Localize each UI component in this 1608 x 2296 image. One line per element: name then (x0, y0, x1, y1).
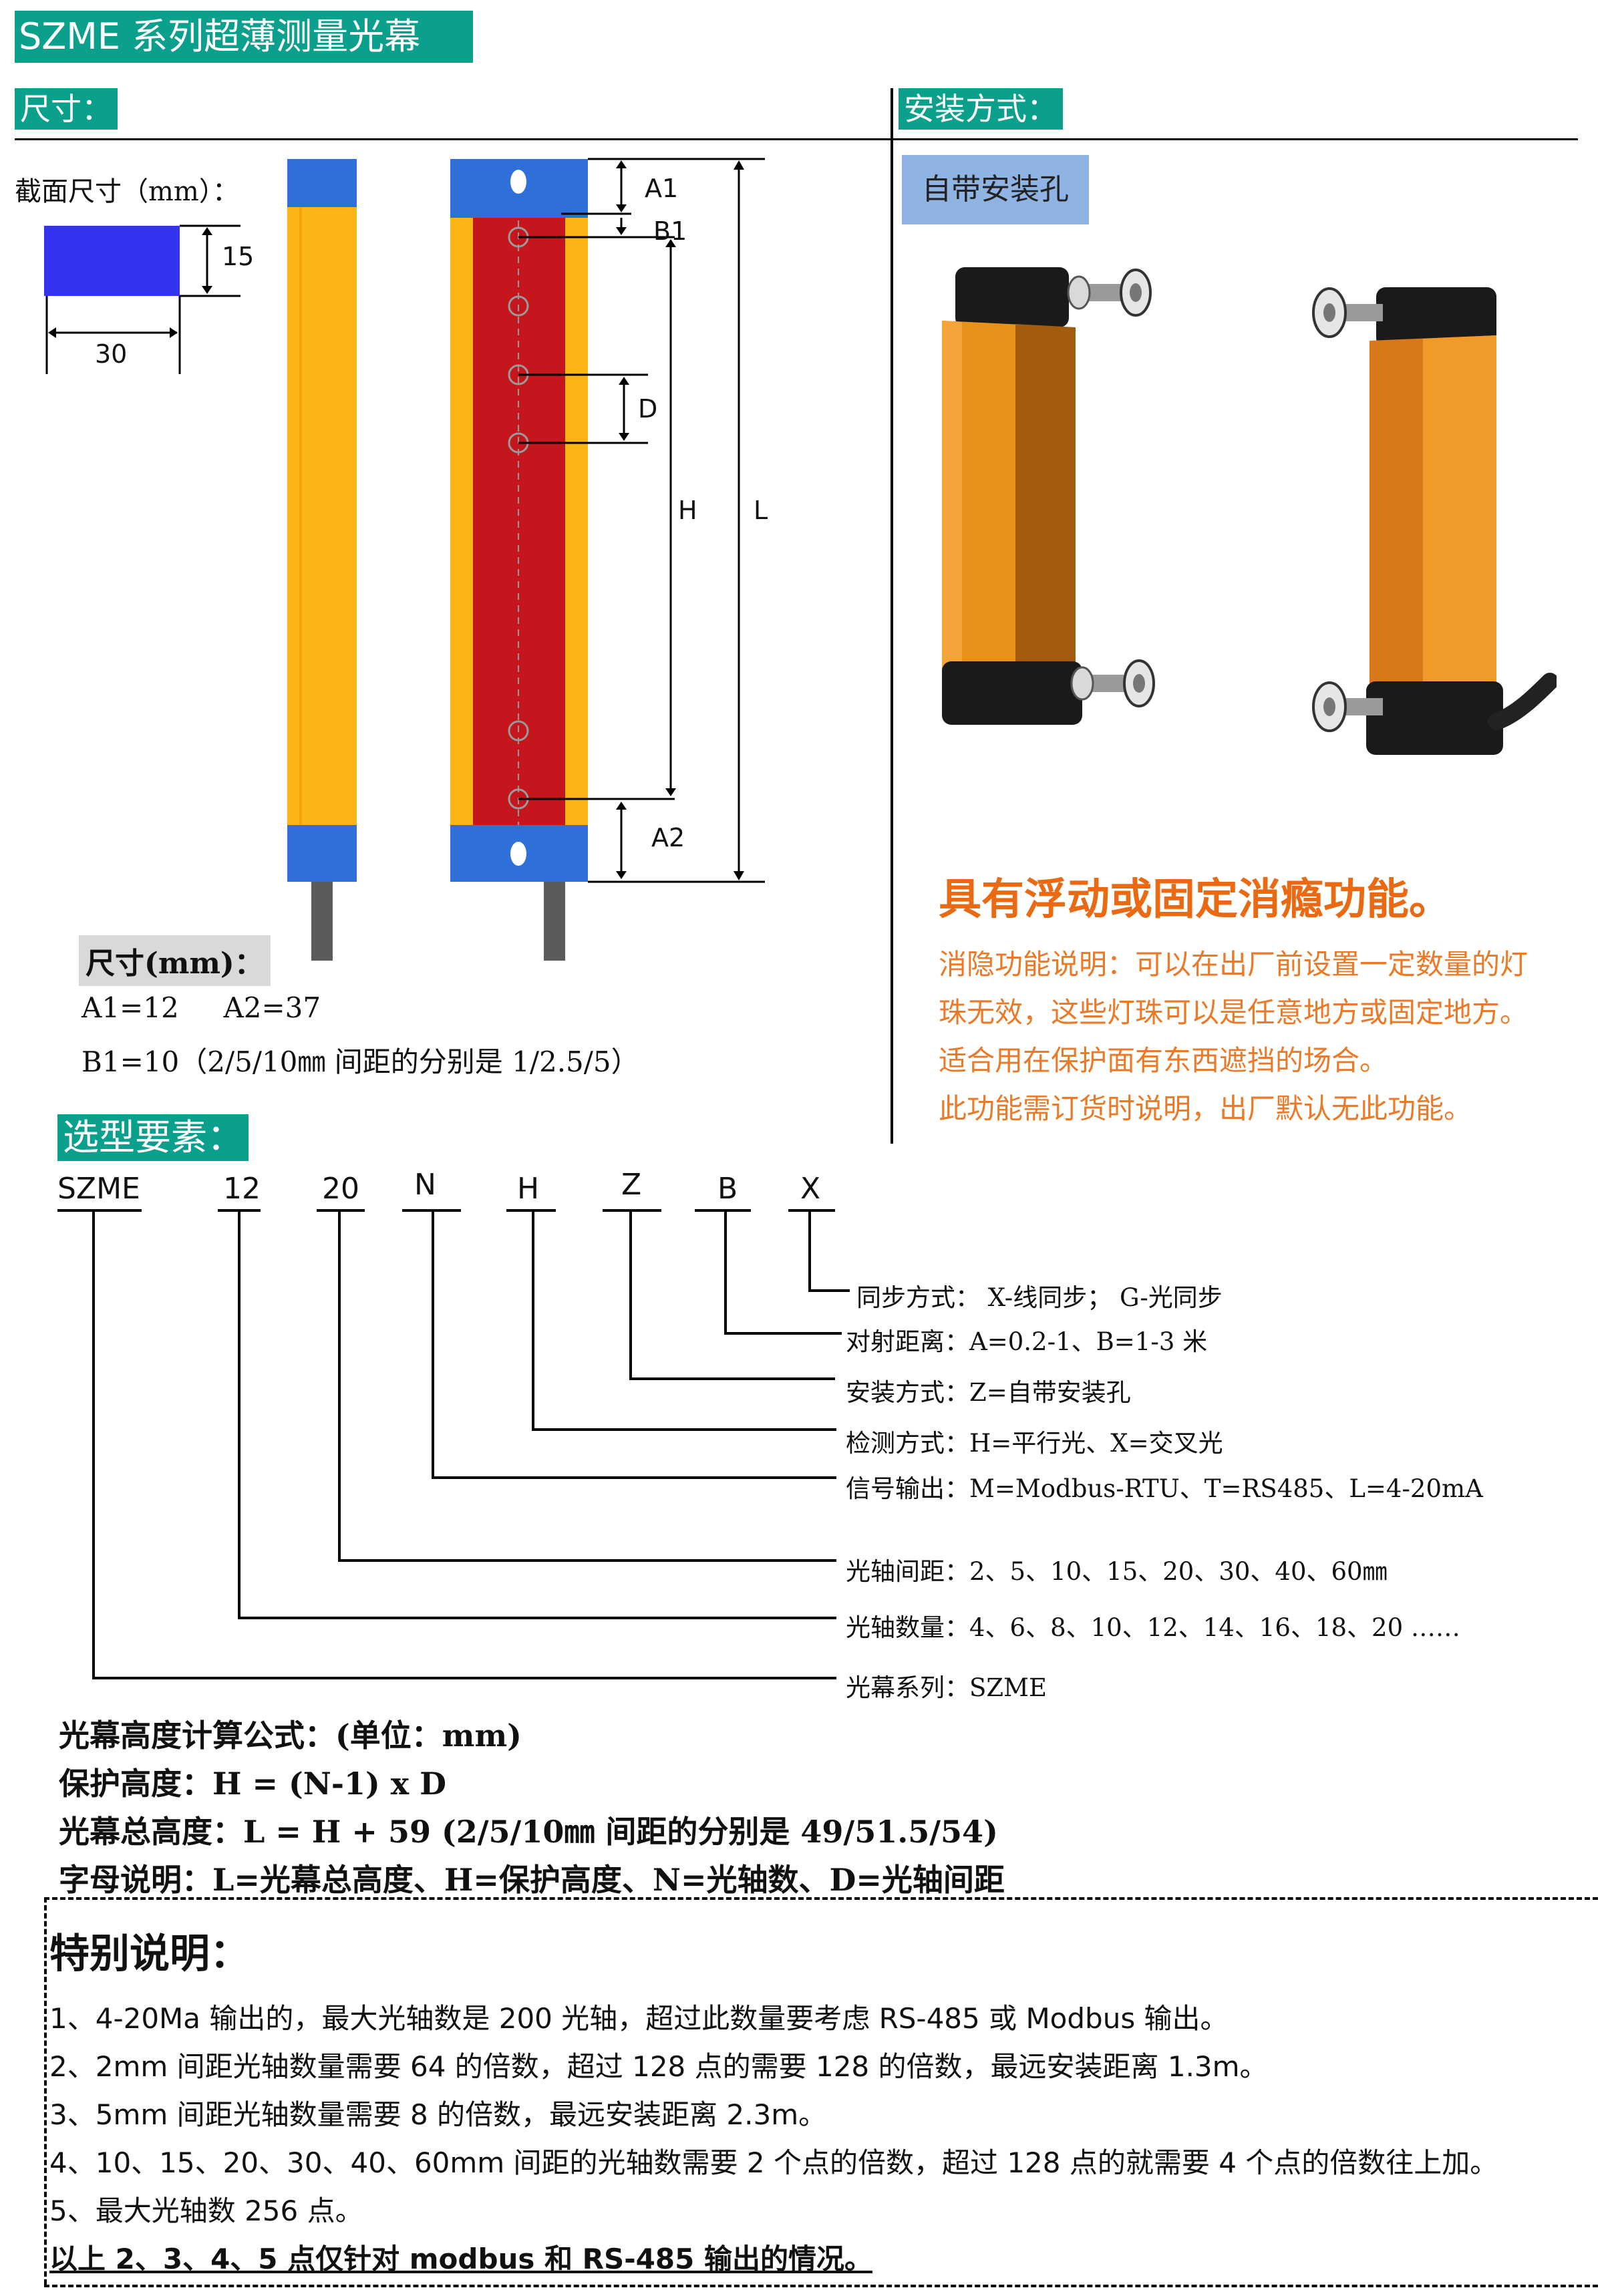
option-spacing: 光轴间距：2、5、10、15、20、30、40、60㎜ (846, 1557, 1388, 1586)
column-divider-line (891, 88, 893, 1144)
option-sync: 同步方式： X-线同步； G-光同步 (856, 1283, 1223, 1312)
page-title: SZME 系列超薄测量光幕 (15, 11, 473, 63)
blanking-description: 消隐功能说明：可以在出厂前设置一定数量的灯 珠无效，这些灯珠可以是任意地方或固定… (939, 941, 1528, 1133)
section-install-header: 安装方式： (899, 88, 1063, 130)
formula-line: 保护高度：H = (N-1) x D (59, 1766, 447, 1802)
dims-tag: 尺寸(mm)： (79, 935, 271, 986)
label-d: D (638, 394, 658, 424)
side-bar-cap-bottom (287, 825, 357, 882)
code-detection: H (517, 1172, 540, 1206)
formula-line: 字母说明：L=光幕总高度、H=保护高度、N=光轴数、D=光轴间距 (59, 1862, 1005, 1898)
option-mounting: 安装方式：Z=自带安装孔 (846, 1378, 1131, 1407)
side-bar-body (287, 207, 357, 882)
install-hole-tag: 自带安装孔 (902, 155, 1089, 224)
option-distance: 对射距离：A=0.2-1、B=1-3 米 (846, 1327, 1208, 1356)
formula-line: 光幕总高度：L = H + 59 (2/5/10㎜ 间距的分别是 49/51.5… (59, 1814, 998, 1850)
curtain-left (942, 267, 1155, 725)
label-h: H (678, 496, 697, 525)
code-signal: N (414, 1168, 436, 1202)
blanking-line: 消隐功能说明：可以在出厂前设置一定数量的灯 (939, 948, 1529, 981)
section-size-header: 尺寸： (15, 88, 118, 130)
dims-line-2: B1=10（2/5/10㎜ 间距的分别是 1/2.5/5） (82, 1045, 639, 1078)
code-distance: B (717, 1172, 738, 1206)
cross-section-drawing (44, 224, 240, 374)
side-bar-cable (311, 868, 333, 961)
cross-section-rect (44, 226, 180, 296)
note-item: 5、最大光轴数 256 点。 (49, 2194, 363, 2227)
note-item: 3、5mm 间距光轴数量需要 8 的倍数，最远安装距离 2.3m。 (49, 2098, 827, 2131)
blanking-line: 珠无效，这些灯珠可以是任意地方或固定地方。 (939, 996, 1529, 1029)
label-b1: B1 (653, 216, 687, 246)
blanking-heading: 具有浮动或固定消瘾功能。 (939, 874, 1452, 925)
code-mounting: Z (621, 1168, 642, 1202)
option-series: 光幕系列：SZME (846, 1673, 1047, 1702)
model-code-tree (57, 1209, 850, 1679)
notes-box-bottom (44, 2285, 1598, 2287)
note-footer: 以上 2、3、4、5 点仅针对 modbus 和 RS-485 输出的情况。 (49, 2243, 872, 2275)
blanking-line: 此功能需订货时说明，出厂默认无此功能。 (939, 1092, 1472, 1125)
option-signal: 信号输出：M=Modbus-RTU、T=RS485、L=4-20mA (846, 1474, 1483, 1503)
notes-box-top (44, 1897, 1598, 1900)
notes-list: 1、4-20Ma 输出的，最大光轴数是 200 光轴，超过此数量要考虑 RS-4… (49, 1996, 1498, 2285)
section-selection-header: 选型要素： (57, 1114, 249, 1161)
code-axis-spacing: 20 (322, 1172, 359, 1206)
note-item: 1、4-20Ma 输出的，最大光轴数是 200 光轴，超过此数量要考虑 RS-4… (49, 2002, 1229, 2035)
option-axis-count: 光轴数量：4、6、8、10、12、14、16、18、20 …… (846, 1613, 1460, 1642)
label-a1: A1 (645, 174, 679, 203)
code-axis-count: 12 (223, 1172, 261, 1206)
label-l: L (754, 496, 768, 525)
notes-box-left (44, 1897, 47, 2285)
dims-line-1: A1=12 A2=37 (82, 991, 321, 1024)
notes-heading: 特别说明： (49, 1931, 250, 1977)
installation-photo (942, 267, 1557, 755)
cross-section-width-label: 30 (95, 339, 128, 369)
formula-line: 光幕高度计算公式：(单位：mm) (59, 1717, 522, 1754)
side-bar-cap-top (287, 159, 357, 207)
cross-section-height-label: 15 (222, 242, 255, 271)
code-sync: X (800, 1172, 821, 1206)
option-detection: 检测方式：H=平行光、X=交叉光 (846, 1429, 1223, 1458)
code-series: SZME (57, 1172, 140, 1206)
note-item: 4、10、15、20、30、40、60mm 间距的光轴数需要 2 个点的倍数，超… (49, 2146, 1498, 2179)
light-curtain-drawing (287, 158, 765, 961)
cross-section-label: 截面尺寸（mm）： (15, 176, 239, 207)
blanking-line: 适合用在保护面有东西遮挡的场合。 (939, 1044, 1388, 1077)
curtain-right (1312, 287, 1557, 755)
section-divider-line (15, 138, 1578, 140)
note-item: 2、2mm 间距光轴数量需要 64 的倍数，超过 128 点的需要 128 的倍… (49, 2050, 1268, 2083)
front-bar-cable (544, 868, 565, 961)
label-a2: A2 (651, 823, 685, 852)
formula-block: 光幕高度计算公式：(单位：mm) 保护高度：H = (N-1) x D 光幕总高… (59, 1711, 1005, 1904)
